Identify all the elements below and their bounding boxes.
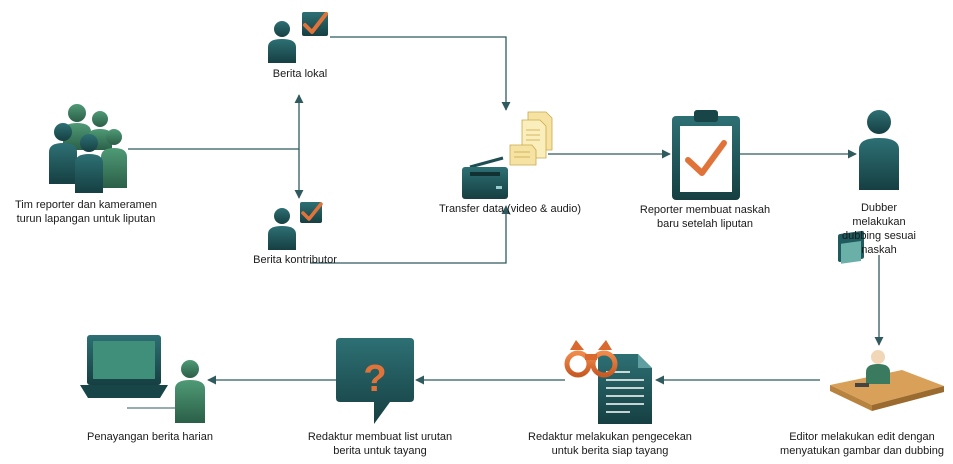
connector-team-to-lokal (128, 94, 304, 150)
connector-lokal-to-transfer (330, 36, 511, 111)
reporter-label: Reporter membuat naskah baru setelah lip… (625, 203, 785, 231)
question-bubble-icon: ? (336, 338, 414, 424)
dubber-label-line2: melakukan (852, 216, 906, 228)
viewer-person-icon (175, 360, 205, 423)
redaktur-list-label-line2: berita untuk tayang (333, 445, 427, 457)
fax-machine-icon (462, 156, 508, 199)
dubber-person-icon (859, 110, 899, 190)
penayangan-label: Penayangan berita harian (87, 431, 213, 443)
clipboard-check-icon (672, 110, 740, 200)
berita-lokal-icon (268, 12, 328, 63)
redaktur-cek-label-line1: Redaktur melakukan pengecekan (528, 431, 692, 443)
reporter-label-line1: Reporter membuat naskah (639, 204, 771, 216)
binoculars-icon (564, 340, 618, 378)
documents-stack-icon (509, 111, 553, 166)
editor-desk-icon (830, 230, 944, 411)
connector-kontributor-to-transfer (310, 205, 511, 264)
dubber-label-line1: Dubber (860, 202, 898, 214)
team-label-line1: Tim reporter dan kameramen (14, 199, 158, 211)
redaktur-cek-label-line2: untuk berita siap tayang (551, 445, 669, 457)
redaktur-list-label: Redaktur membuat list urutan berita untu… (290, 430, 470, 458)
berita-kontributor-icon (268, 202, 323, 250)
dubber-label: Dubber melakukan dubbing sesuai naskah (829, 201, 929, 257)
dubber-label-line3: dubbing sesuai (841, 230, 916, 242)
redaktur-list-label-line1: Redaktur membuat list urutan (307, 431, 453, 443)
svg-text:?: ? (363, 358, 386, 400)
reporter-team-icon (49, 104, 127, 193)
editor-label: Editor melakukan edit dengan menyatukan … (772, 430, 952, 458)
team-label-line2: turun lapangan untuk liputan (16, 213, 156, 225)
document-icon (598, 354, 652, 424)
berita-kontributor-label: Berita kontributor (253, 254, 337, 266)
redaktur-cek-label: Redaktur melakukan pengecekan untuk beri… (515, 430, 705, 458)
transfer-label: Transfer data (video & audio) (438, 203, 582, 215)
laptop-icon (80, 335, 186, 409)
team-label: Tim reporter dan kameramen turun lapanga… (1, 198, 171, 226)
connectors (128, 36, 884, 385)
editor-label-line2: menyatukan gambar dan dubbing (780, 445, 944, 457)
reporter-label-line2: baru setelah liputan (656, 218, 753, 230)
editor-label-line1: Editor melakukan edit dengan (789, 431, 935, 443)
berita-lokal-label: Berita lokal (272, 68, 328, 80)
dubber-label-line4: naskah (861, 244, 897, 256)
